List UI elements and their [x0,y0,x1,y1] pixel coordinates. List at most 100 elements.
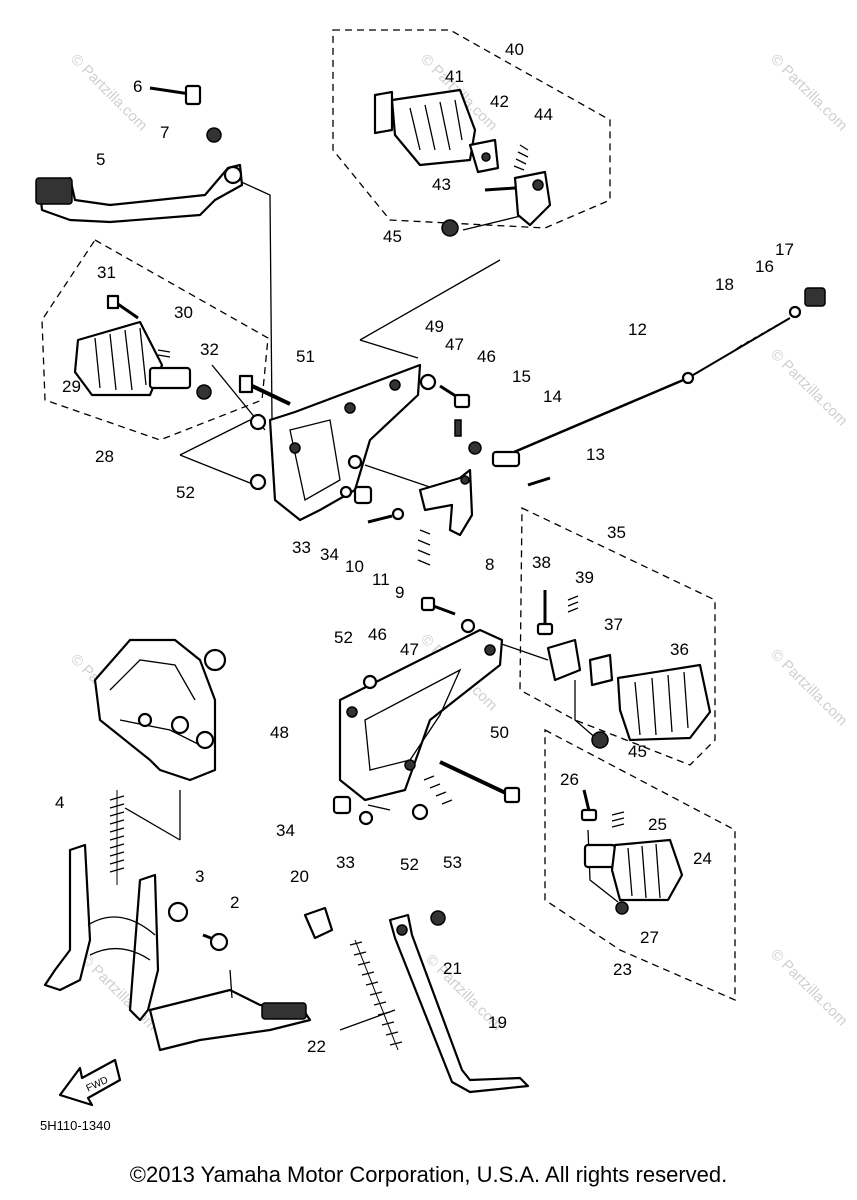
callout-29: 29 [62,377,81,396]
callout-18: 18 [715,275,734,294]
callout-37: 37 [604,615,623,634]
callout-5: 5 [96,150,105,169]
washer-part-47-upper [419,373,437,391]
bracket-part-38 [536,590,554,636]
callout-47-upper: 47 [445,335,464,354]
callout-32: 32 [200,340,219,359]
bolt-part-26 [580,789,598,822]
diagram-code: 5H110-1340 [40,1118,111,1133]
callout-43: 43 [432,175,451,194]
callout-41: 41 [445,67,464,86]
callout-26: 26 [560,770,579,789]
nut-part-21 [430,910,446,926]
spring-part-22 [349,939,403,1051]
spring-part-39 [567,595,579,613]
group-boxes [41,29,736,1001]
callout-8: 8 [485,555,494,574]
callout-48: 48 [270,723,289,742]
shift-pedal-part-5 [35,163,244,224]
clip-part-14 [468,441,482,455]
watermark: © Partzilla.com [767,51,850,134]
footrest-part-29 [73,320,192,397]
footrest-part-36 [616,663,712,742]
callout-labels: 2 3 4 5 6 7 8 9 10 11 12 13 14 15 16 17 … [55,40,794,1056]
collar-part-52-upper [249,413,267,491]
callout-44: 44 [534,105,553,124]
callout-50: 50 [490,723,509,742]
spring-part-4 [109,790,125,885]
plate-part-42 [468,138,500,174]
callout-52-lower: 52 [400,855,419,874]
copyright-notice: ©2013 Yamaha Motor Corporation, U.S.A. A… [129,1162,728,1187]
callout-13: 13 [586,445,605,464]
watermark: © Partzilla.com [767,646,850,729]
collar-part-52-lower [411,803,429,821]
collar-part-33-upper [339,485,353,499]
plate-part-37 [546,638,614,687]
callout-27: 27 [640,928,659,947]
side-stand-part-19 [388,913,530,1094]
collar-part-33-lower [358,810,374,826]
callout-46-lower: 46 [368,625,387,644]
bracket-part-48 [338,628,504,802]
clip-part-32 [196,384,212,400]
bolt-part-46-lower [420,596,456,616]
callout-19: 19 [488,1013,507,1032]
nut-part-7 [206,127,222,143]
center-stand [43,843,312,1052]
group-35-box [519,506,716,766]
collar-part-52-mid [362,674,378,690]
bolt-part-50 [439,760,521,804]
clip-part-11 [391,507,405,521]
callout-45-lower: 45 [628,742,647,761]
pin-part-15 [454,419,462,437]
bolt-part-31 [106,294,139,320]
footrest-part-41 [373,88,477,167]
spring-part-25 [611,811,625,828]
spring-part-30 [157,349,171,358]
bolt-part-51 [238,374,291,406]
bracket-part-49 [268,363,422,522]
lever-part-8 [418,468,474,537]
clip-part-27 [615,901,629,915]
bracket-part-43 [484,170,552,227]
fwd-arrow-icon: FWD [58,1058,122,1107]
bolt-part-6 [149,84,202,106]
callout-17: 17 [775,240,794,259]
callout-40: 40 [505,40,524,59]
damper-part-34-upper [353,485,373,505]
callout-52-mid: 52 [334,628,353,647]
callout-34-upper: 34 [320,545,339,564]
callout-14: 14 [543,387,562,406]
callout-36: 36 [670,640,689,659]
damper-part-20 [303,906,334,940]
callout-31: 31 [97,263,116,282]
callout-10: 10 [345,557,364,576]
callout-3: 3 [195,867,204,886]
callout-20: 20 [290,867,309,886]
callout-7: 7 [160,123,169,142]
callout-23: 23 [613,960,632,979]
callout-15: 15 [512,367,531,386]
spring-part-9 [417,529,431,566]
callout-33-upper: 33 [292,538,311,557]
callout-9: 9 [395,583,404,602]
footrest-part-24 [583,838,684,902]
group-40-box [332,29,611,229]
callout-38: 38 [532,553,551,572]
callout-39: 39 [575,568,594,587]
callout-28: 28 [95,447,114,466]
callout-51: 51 [296,347,315,366]
pin-part-13 [527,476,551,487]
nut-part-45-upper [441,219,459,237]
nut-part-45-lower [591,731,609,749]
callout-4: 4 [55,793,64,812]
callout-47-lower: 47 [400,640,419,659]
callout-25: 25 [648,815,667,834]
callout-49: 49 [425,317,444,336]
frame-section [93,638,227,782]
callout-2: 2 [230,893,239,912]
bolt-part-46-upper [439,384,471,409]
callout-42: 42 [490,92,509,111]
